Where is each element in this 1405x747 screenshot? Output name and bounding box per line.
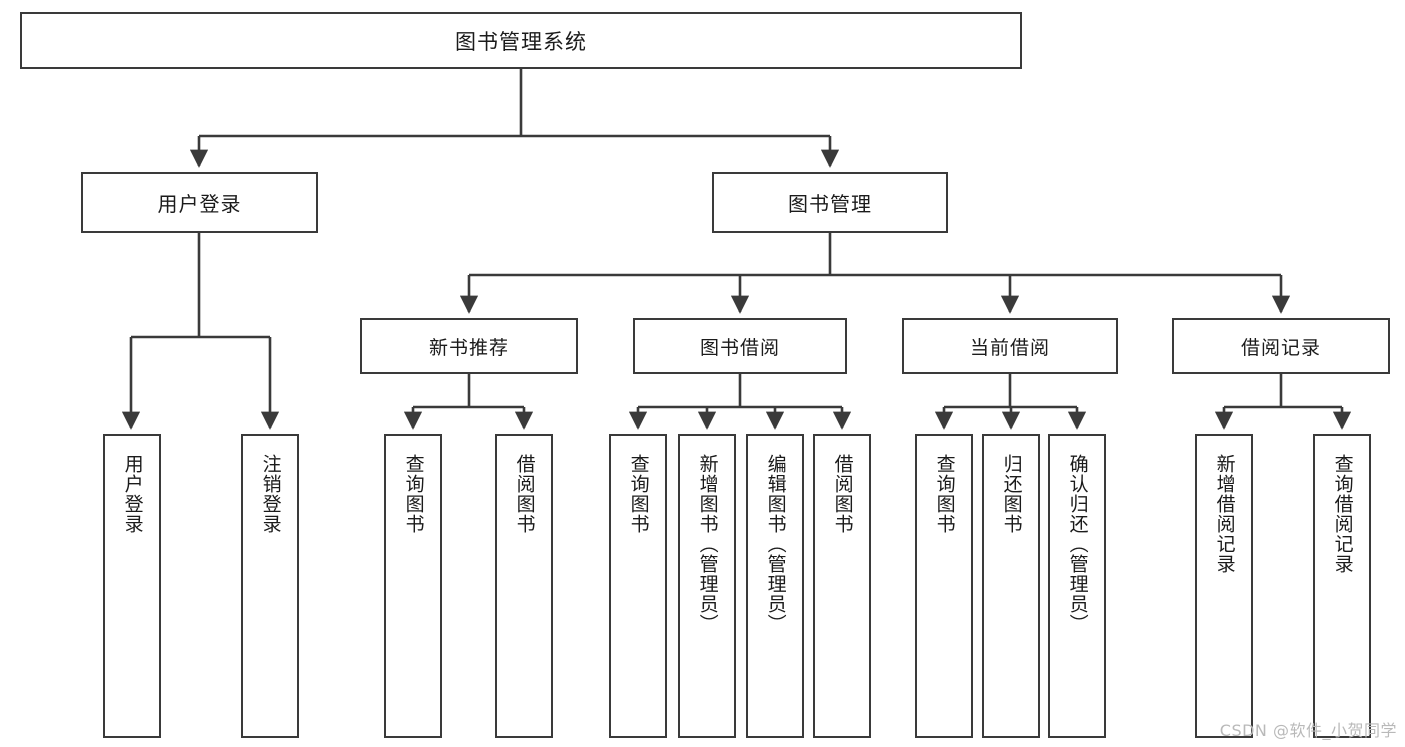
node-label: 图书借阅 <box>699 336 780 359</box>
node-root-book-management-system[interactable]: 图书管理系统 <box>20 12 1022 69</box>
node-label: 用户登录 <box>121 454 144 534</box>
node-label: 查询借阅记录 <box>1331 454 1354 574</box>
node-label: 查询图书 <box>627 454 650 534</box>
node-current-borrow[interactable]: 当前借阅 <box>902 318 1118 374</box>
csdn-watermark: CSDN @软件_小贺同学 <box>1219 721 1397 740</box>
leaf-confirm-return-admin[interactable]: 确认归还（管理员） <box>1048 434 1106 738</box>
node-label: 用户登录 <box>157 192 242 216</box>
leaf-borrow-book-recommend[interactable]: 借阅图书 <box>495 434 553 738</box>
leaf-borrow-book[interactable]: 借阅图书 <box>813 434 871 738</box>
leaf-user-login[interactable]: 用户登录 <box>103 434 161 738</box>
node-label: 当前借阅 <box>969 336 1050 359</box>
node-label: 编辑图书（管理员） <box>764 454 787 634</box>
node-label: 查询图书 <box>402 454 425 534</box>
leaf-return-book[interactable]: 归还图书 <box>982 434 1040 738</box>
node-label: 查询图书 <box>933 454 956 534</box>
node-label: 借阅图书 <box>831 454 854 534</box>
node-label: 注销登录 <box>259 454 282 534</box>
node-label: 确认归还（管理员） <box>1066 454 1089 634</box>
node-label: 借阅图书 <box>513 454 536 534</box>
leaf-query-book-recommend[interactable]: 查询图书 <box>384 434 442 738</box>
node-borrow-record[interactable]: 借阅记录 <box>1172 318 1390 374</box>
node-label: 新增借阅记录 <box>1213 454 1236 574</box>
node-label: 图书管理 <box>788 192 872 216</box>
node-user-login[interactable]: 用户登录 <box>81 172 318 233</box>
node-label: 借阅记录 <box>1240 336 1321 359</box>
node-book-borrow[interactable]: 图书借阅 <box>633 318 847 374</box>
leaf-logout[interactable]: 注销登录 <box>241 434 299 738</box>
node-label: 图书管理系统 <box>455 29 587 54</box>
leaf-query-borrow-record[interactable]: 查询借阅记录 <box>1313 434 1371 738</box>
node-label: 新增图书（管理员） <box>696 454 719 634</box>
node-new-book-recommend[interactable]: 新书推荐 <box>360 318 578 374</box>
leaf-add-borrow-record[interactable]: 新增借阅记录 <box>1195 434 1253 738</box>
leaf-query-book-current[interactable]: 查询图书 <box>915 434 973 738</box>
node-book-management[interactable]: 图书管理 <box>712 172 948 233</box>
node-label: 新书推荐 <box>428 336 509 359</box>
leaf-query-book-borrow[interactable]: 查询图书 <box>609 434 667 738</box>
leaf-add-book-admin[interactable]: 新增图书（管理员） <box>678 434 736 738</box>
leaf-edit-book-admin[interactable]: 编辑图书（管理员） <box>746 434 804 738</box>
node-label: 归还图书 <box>1000 454 1023 534</box>
